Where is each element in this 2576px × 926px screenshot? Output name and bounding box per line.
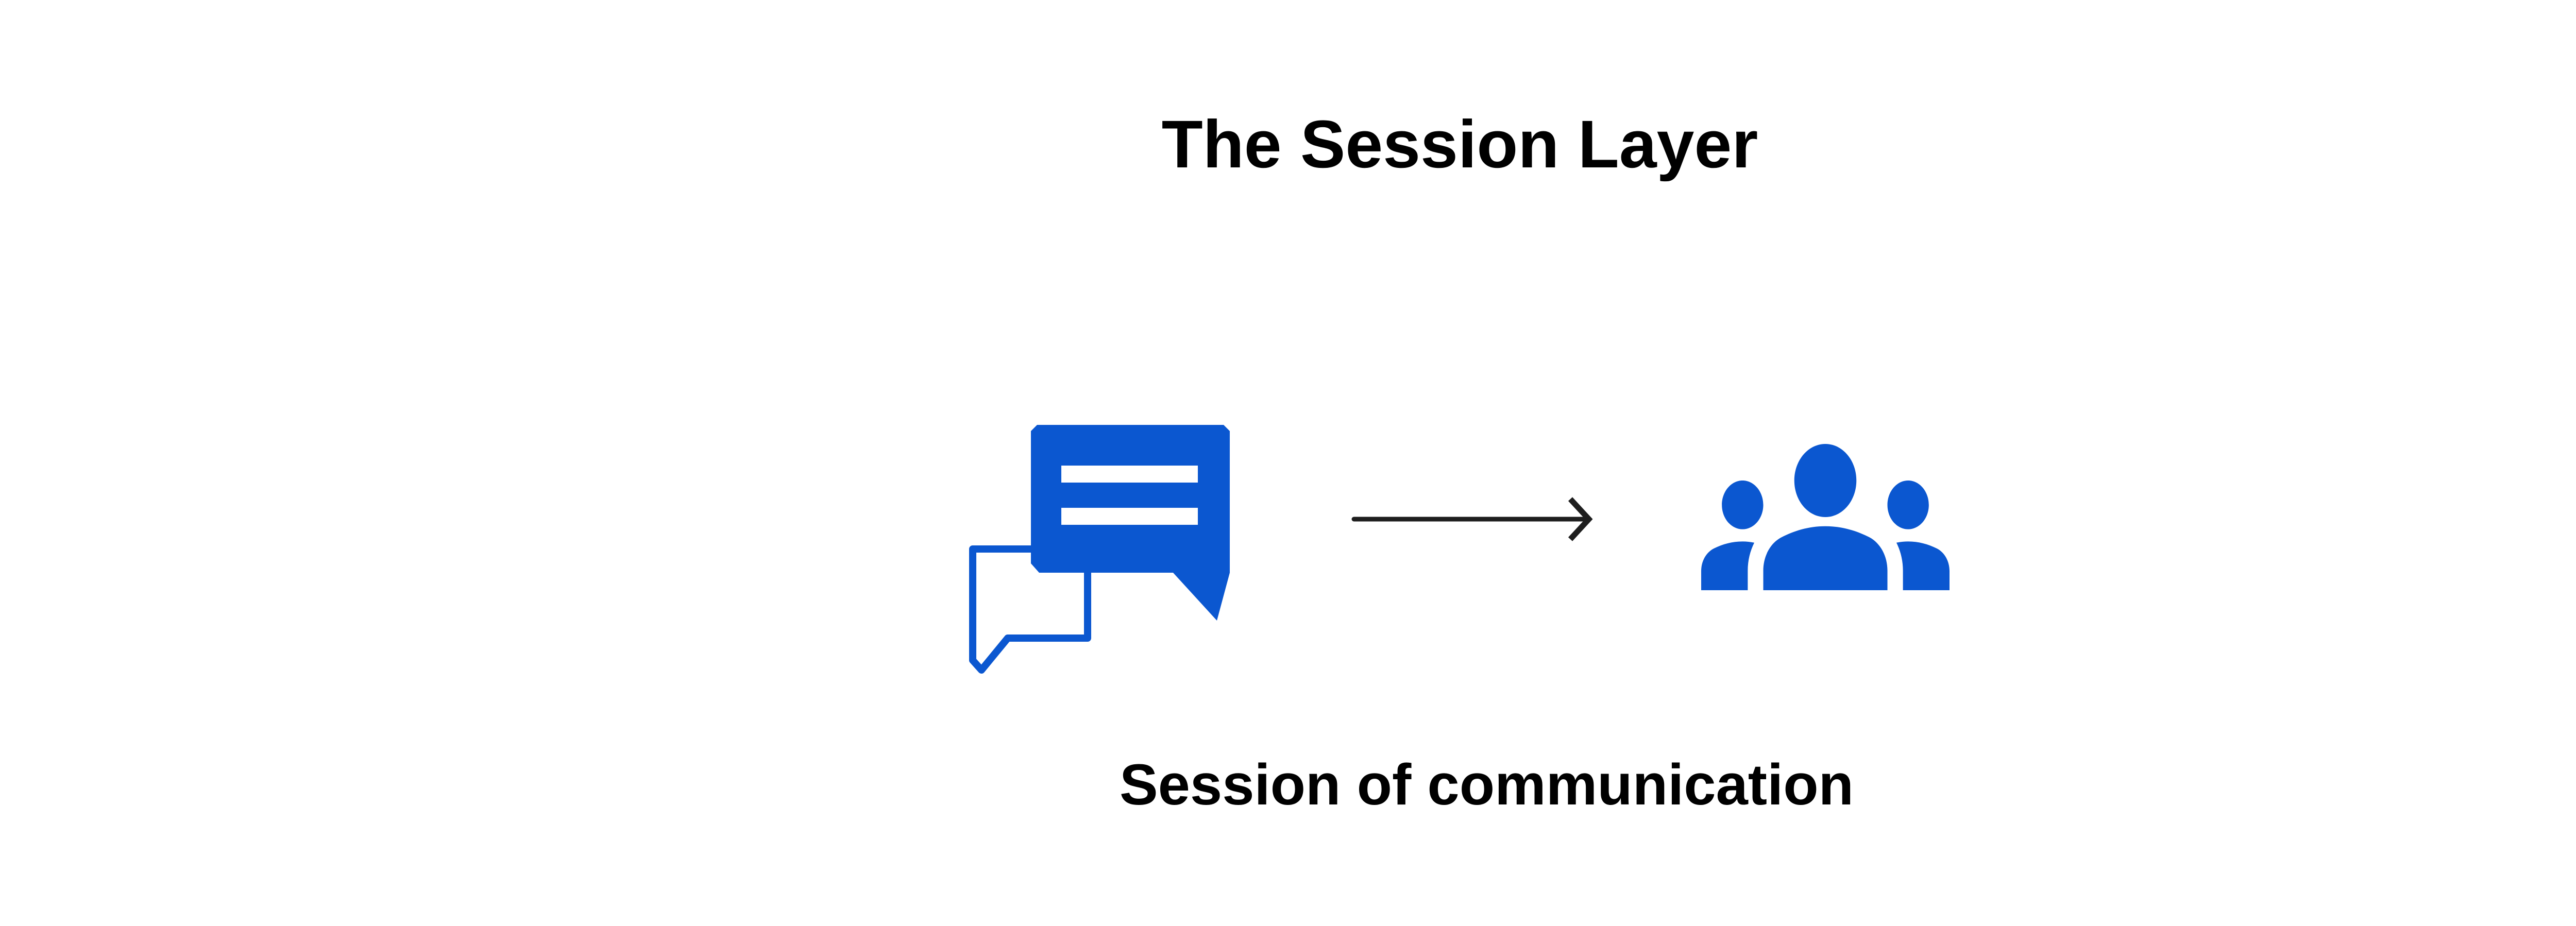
- diagram-caption: Session of communication: [1119, 752, 1854, 817]
- chat-text-line: [1061, 508, 1198, 525]
- people-group-icon: [1701, 444, 1950, 590]
- chat-messages-icon: [969, 425, 1230, 674]
- people-group-shape: [1701, 444, 1950, 590]
- chat-text-line: [1061, 466, 1198, 483]
- arrow-right-icon: [1351, 497, 1593, 541]
- arrow-head: [1568, 497, 1593, 541]
- page-title: The Session Layer: [1161, 106, 1758, 182]
